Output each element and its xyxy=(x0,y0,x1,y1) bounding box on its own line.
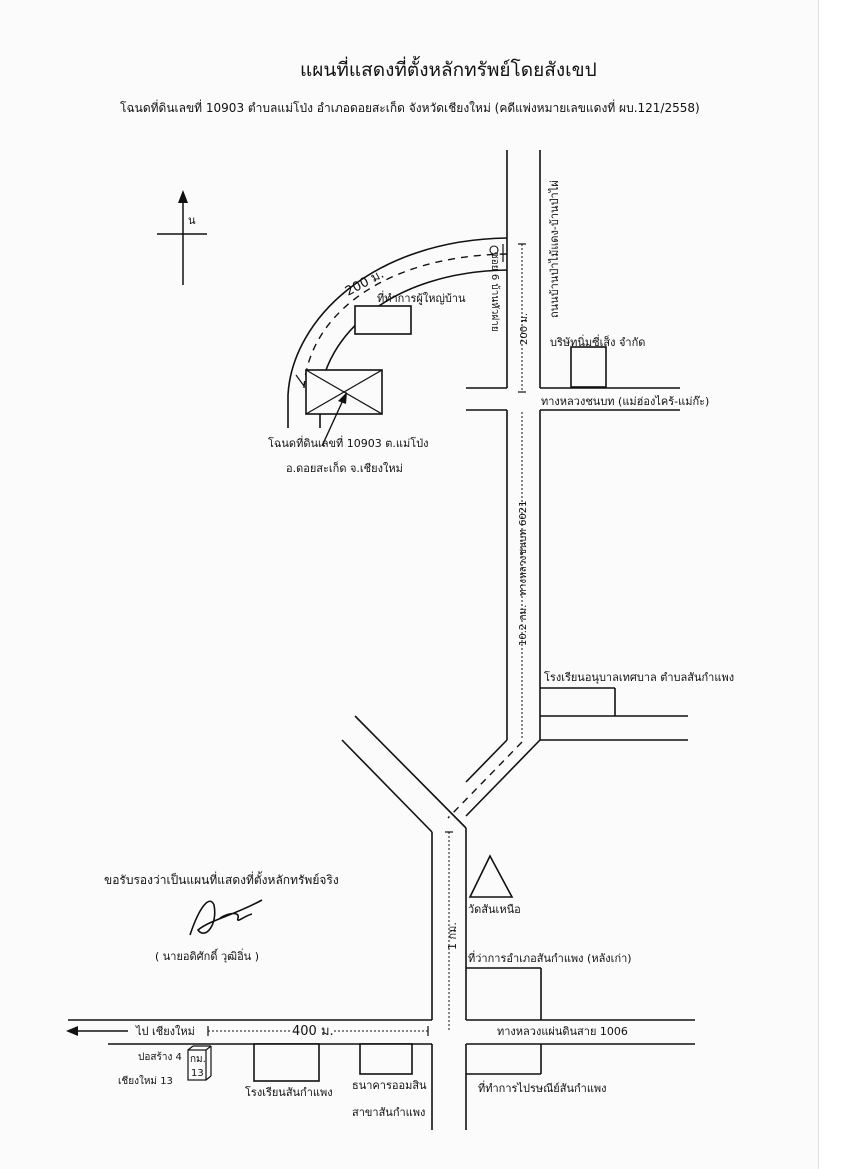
distance-soi: 200 ม. xyxy=(519,313,530,345)
map-paper xyxy=(0,0,818,1169)
kindergarten-label: โรงเรียนอนุบาลเทศบาล ตำบลสันกำแพง xyxy=(544,670,734,684)
scan-edge xyxy=(818,0,850,1169)
post-office-building xyxy=(466,1044,542,1075)
southern-road xyxy=(431,828,467,1130)
property-label-line2: อ.ดอยสะเก็ด จ.เชียงใหม่ xyxy=(286,461,403,475)
headman-office-label: ที่ทำการผู้ใหญ่บ้าน xyxy=(377,290,466,305)
property-label-line1: โฉนดที่ดินเลขที่ 10903 ต.แม่โป่ง xyxy=(268,435,428,450)
kindergarten-building xyxy=(540,687,616,716)
soi-marker-icon xyxy=(489,245,499,255)
distance-6021: 10.2 กม. xyxy=(518,605,529,646)
certification-statement: ขอรับรองว่าเป็นแผนที่แสดงที่ตั้งหลักทรัพ… xyxy=(104,871,339,887)
company-label: บริษัทนิ่มซี่เส็ง จำกัด xyxy=(550,334,645,349)
distance-west: 400 ม. xyxy=(292,1024,334,1039)
bank-label-line1: ธนาคารออมสิน xyxy=(352,1079,427,1092)
highway-6021 xyxy=(506,410,541,740)
km-marker-left2: เชียงใหม่ 13 xyxy=(118,1075,173,1087)
school-label: โรงเรียนสันกำแพง xyxy=(245,1085,333,1099)
temple-icon xyxy=(468,854,514,898)
km-marker-num: 13 xyxy=(191,1068,204,1079)
old-district-office-label: ที่ว่าการอำเภอสันกำแพง (หลังเก่า) xyxy=(468,950,632,965)
rural-road xyxy=(466,387,680,411)
km-marker-stone xyxy=(187,1045,212,1081)
highway-1006-label: ทางหลวงแผ่นดินสาย 1006 xyxy=(497,1025,628,1038)
soi-label: ซอย 6 บ้านหัวฝาย xyxy=(489,252,501,332)
km-marker-top: กม. xyxy=(190,1054,206,1065)
y-junction xyxy=(341,715,688,833)
certification-name: ( นายอดิศักดิ์ วุฒิอิ่น ) xyxy=(155,948,259,963)
bank-building xyxy=(359,1043,413,1075)
west-distance-marker xyxy=(207,1026,429,1036)
map-title: แผนที่แสดงที่ตั้งหลักทรัพย์โดยสังเขป xyxy=(300,56,597,81)
road-label-main: ถนนบ้านป่าไม้แดง-บ้านป่าไผ่ xyxy=(548,180,561,318)
bank-label-line2: สาขาสันกำแพง xyxy=(352,1106,425,1119)
temple-label: วัดสันเหนือ xyxy=(468,903,521,916)
property-pointer-arrow-icon xyxy=(321,392,347,447)
main-vertical-road xyxy=(506,150,541,388)
north-label: น xyxy=(188,214,196,227)
old-district-office-building xyxy=(466,967,542,1020)
school-building xyxy=(253,1043,320,1082)
signature-mark xyxy=(189,899,263,936)
property-parcel xyxy=(305,369,383,415)
soi-distance-marker xyxy=(518,243,526,393)
headman-office-building xyxy=(354,305,412,335)
map-subtitle: โฉนดที่ดินเลขที่ 10903 ตำบลแม่โป่ง อำเภอ… xyxy=(120,99,700,115)
company-building xyxy=(570,346,607,388)
km-marker-left1: ปอสร้าง 4 xyxy=(138,1051,182,1063)
to-chiangmai-label: ไป เชียงใหม่ xyxy=(135,1025,195,1038)
distance-south: 1 กม. xyxy=(446,922,459,950)
north-arrow-icon: น xyxy=(157,190,207,285)
rural-road-label: ทางหลวงชนบท (แม่ฮ่องไคร้-แม่ก๊ะ) xyxy=(541,395,709,408)
to-chiangmai-arrow-icon xyxy=(66,1026,128,1036)
post-office-label: ที่ทำการไปรษณีย์สันกำแพง xyxy=(478,1080,607,1095)
highway-6021-label: ทางหลวงชนบท 6021 xyxy=(518,501,529,597)
